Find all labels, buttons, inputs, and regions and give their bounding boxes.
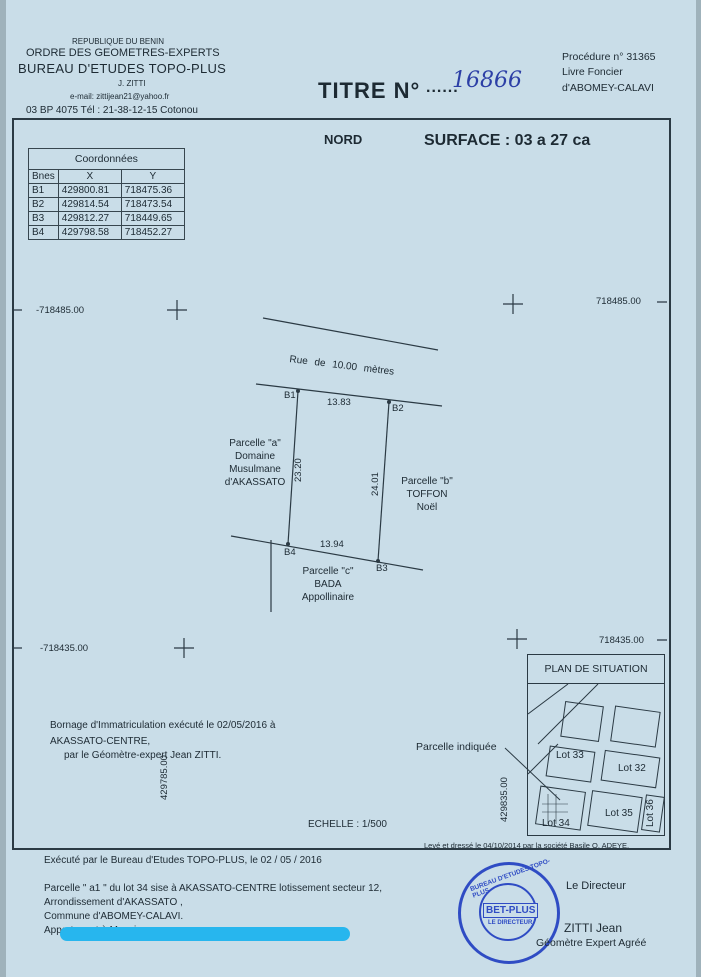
beacon-label-b3: B3 [376, 563, 388, 574]
parcel-b-label: Parcelle "b" TOFFON Noël [392, 475, 462, 514]
title-number: 16866 [452, 68, 522, 93]
grid-label-y-bottom-right: 718435.00 [599, 635, 644, 646]
parcel-bottom-line [230, 535, 424, 571]
parcel-description-1: Parcelle " a1 " du lot 34 sise à AKASSAT… [44, 883, 382, 894]
grid-label-y-top-right: 718485.00 [596, 296, 641, 307]
parcel-b-line: Parcelle "b" [401, 476, 453, 487]
title-dots: ...... [426, 79, 459, 96]
grid-label-x-left: 429785.00 [159, 755, 170, 800]
execution-note: Exécuté par le Bureau d'Etudes TOPO-PLUS… [44, 855, 322, 866]
length-right: 24.01 [370, 472, 381, 496]
grid-tick [12, 301, 667, 649]
parcel-c-line: Appollinaire [301, 592, 355, 603]
lot-block [560, 700, 604, 743]
lot-block [610, 705, 661, 748]
survey-credit: Levé et dressé le 04/10/2014 par la soci… [424, 841, 630, 850]
length-top: 13.83 [327, 397, 351, 408]
parcel-right-edge [377, 401, 390, 562]
plan-frame [12, 118, 671, 850]
beacon-label-b1: B1 [284, 390, 296, 401]
procedure-number: Procédure n° 31365 [562, 51, 656, 63]
grid-label-y-bottom-left: -718435.00 [40, 643, 89, 654]
beacon-b2 [387, 400, 391, 404]
bornage-line-3: par le Géomètre-expert Jean ZITTI. [64, 750, 222, 761]
header-order: ORDRE DES GEOMETRES-EXPERTS [26, 47, 220, 59]
lot-block [587, 790, 643, 833]
stamp-sub-text: LE DIRECTEUR [488, 920, 533, 926]
beacon-b3 [376, 559, 380, 563]
situation-plan-title: PLAN DE SITUATION [528, 655, 664, 684]
situation-map [528, 684, 664, 833]
grid-cross [507, 629, 527, 649]
parcel-left-edge [287, 390, 299, 545]
header-republic: REPUBLIQUE DU BENIN [72, 37, 165, 46]
lot-block [535, 785, 586, 831]
parcel-top-line [255, 383, 443, 407]
parcel-a-label: Parcelle "a" Domaine Musulmane d'AKASSAT… [210, 437, 300, 489]
signature-title: Géomètre Expert Agréé [536, 937, 647, 949]
coords-cell: 718452.27 [120, 225, 185, 240]
parcel-c-label: Parcelle "c" BADA Appollinaire [290, 565, 366, 604]
header-address: 03 BP 4075 Tél : 21-38-12-15 Cotonou [26, 105, 198, 116]
parcel-description-3: Commune d'ABOMEY-CALAVI. [44, 911, 184, 922]
road-edge [262, 317, 439, 351]
subdivision-lines [542, 794, 568, 824]
grid-label-x-right: 429835.00 [499, 777, 510, 822]
bornage-line-1: Bornage d'Immatriculation exécuté le 02/… [50, 720, 276, 731]
coords-caption: Coordonnées [28, 148, 185, 170]
parcel-b-line: Noël [416, 502, 438, 513]
beacon-b4 [286, 542, 290, 546]
lot-34-label: Lot 34 [542, 818, 570, 829]
lot-32-label: Lot 32 [618, 763, 646, 774]
scale-label: ECHELLE : 1/500 [308, 819, 387, 830]
lot-block [600, 749, 661, 789]
parcel-c-line: BADA [314, 579, 342, 590]
header-director: J. ZITTI [118, 79, 146, 88]
lot-35-label: Lot 35 [605, 808, 633, 819]
beacon-b1 [296, 389, 300, 393]
lot-36-label: Lot 36 [645, 799, 656, 827]
procedure-commune: d'ABOMEY-CALAVI [562, 82, 654, 94]
header-bureau: BUREAU D'ETUDES TOPO-PLUS [18, 61, 227, 76]
parcel-indicated-label: Parcelle indiquée [416, 741, 497, 753]
grid-cross [503, 294, 523, 314]
title-label: TITRE N° [318, 78, 421, 103]
beacon-label-b2: B2 [392, 403, 404, 414]
beacon-label-b4: B4 [284, 547, 296, 558]
bornage-line-2: AKASSATO-CENTRE, [50, 736, 151, 747]
lot-block [641, 794, 664, 833]
parcel-b-line: TOFFON [406, 489, 448, 500]
parcel-a-line: Domaine [234, 451, 276, 462]
procedure-livre: Livre Foncier [562, 66, 623, 78]
grid-cross [174, 638, 194, 658]
grid-label-y-top-left: -718485.00 [36, 305, 85, 316]
parcel-c-line: Parcelle "c" [302, 566, 354, 577]
grid-cross [167, 300, 187, 320]
official-stamp: BUREAU D'ETUDES TOPO-PLUS BET-PLUS LE DI… [458, 858, 560, 964]
parcel-a-line: Musulmane [229, 464, 281, 475]
surface-label: SURFACE : 03 a 27 ca [424, 132, 591, 149]
parcel-a-line: d'AKASSATO [224, 477, 286, 488]
redaction-bar [60, 927, 350, 941]
north-label: NORD [324, 132, 363, 147]
length-bottom: 13.94 [320, 539, 344, 550]
situation-plan-box: PLAN DE SITUATION Lot 33 Lot 32 Lot 35 L… [527, 654, 665, 836]
signature-name: ZITTI Jean [564, 921, 623, 935]
header-email: e-mail: zittijean21@yahoo.fr [70, 92, 170, 101]
parcel-description-2: Arrondissement d'AKASSATO , [44, 897, 183, 908]
signature-role: Le Directeur [566, 880, 626, 892]
lot-33-label: Lot 33 [556, 750, 584, 761]
stamp-center-text: BET-PLUS [483, 903, 539, 918]
coords-cell: B4 [28, 225, 59, 240]
parcel-a-line: Parcelle "a" [229, 438, 281, 449]
